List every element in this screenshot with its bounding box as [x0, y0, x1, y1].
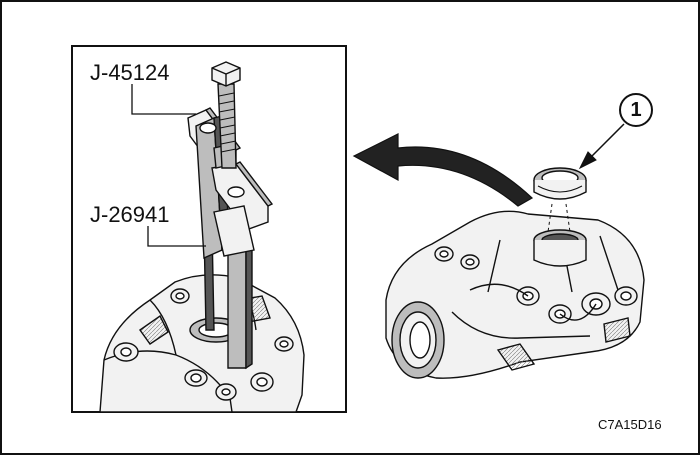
callout-leader: [578, 123, 625, 170]
axle-seal: [533, 167, 587, 200]
label-j26941: J-26941: [90, 202, 170, 227]
forcing-screw: [211, 61, 241, 169]
removal-path: [547, 203, 571, 233]
figure-code: C7A15D16: [598, 417, 662, 432]
curved-arrow-icon: [352, 133, 534, 207]
tool-body: [187, 107, 274, 260]
callout-number: 1: [630, 99, 642, 121]
leader-j45124: [131, 84, 196, 115]
detail-inset: [71, 45, 347, 413]
label-j45124: J-45124: [90, 60, 170, 85]
leader-j26941: [147, 226, 206, 247]
inset-housing: [99, 274, 305, 413]
callout-circle: [619, 93, 653, 127]
transaxle-housing: [385, 210, 645, 379]
